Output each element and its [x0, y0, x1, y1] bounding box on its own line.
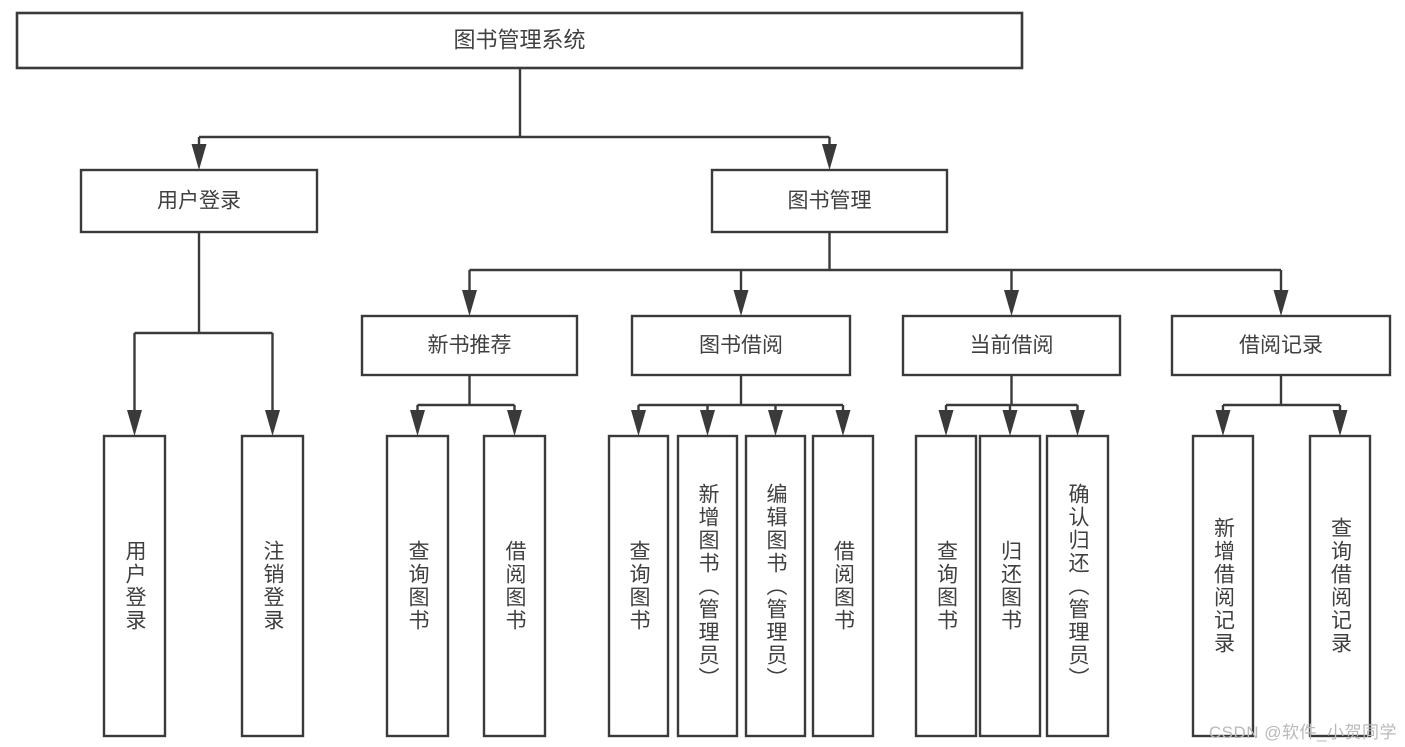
node-user-login-rect — [79, 168, 319, 234]
node-current-borrow-rect — [901, 314, 1122, 377]
node-leaf-confirm-return-admin-rect — [1045, 434, 1110, 738]
node-leaf-borrow-book-2-rect — [811, 434, 875, 738]
node-borrow-record-label: 借阅记录 — [1239, 334, 1323, 357]
node-leaf-user-login-rect — [102, 434, 167, 738]
node-leaf-return-book[interactable] — [978, 434, 1042, 738]
arrow-down-icon-leaf-return-book — [1002, 410, 1018, 436]
arrow-down-icon-leaf-logout-login — [265, 410, 280, 436]
arrow-down-icon-leaf-edit-book-admin — [768, 410, 783, 436]
node-leaf-query-book-2-rect — [607, 434, 670, 738]
node-new-book-recommend[interactable]: 新书推荐 — [360, 314, 579, 377]
arrow-down-icon-current-borrow — [1004, 290, 1019, 316]
node-root-label: 图书管理系统 — [453, 27, 585, 52]
arrow-down-icon-user-login — [191, 144, 207, 170]
node-leaf-query-book-3[interactable] — [914, 434, 978, 738]
node-leaf-edit-book-admin-rect — [744, 434, 807, 738]
node-leaf-query-book-2[interactable] — [607, 434, 670, 738]
node-leaf-logout-login-rect — [240, 434, 305, 738]
arrow-down-icon-leaf-borrow-book-1 — [507, 410, 522, 436]
node-user-login-label: 用户登录 — [157, 190, 241, 213]
node-book-borrow[interactable]: 图书借阅 — [630, 314, 852, 377]
node-leaf-edit-book-admin[interactable] — [744, 434, 807, 738]
arrow-down-icon-leaf-user-login — [127, 410, 142, 436]
node-leaf-borrow-book-1[interactable] — [482, 434, 547, 738]
node-leaf-query-book-1[interactable] — [385, 434, 450, 738]
node-leaf-add-book-admin-rect — [676, 434, 739, 738]
arrow-down-icon-leaf-query-book-2 — [631, 410, 646, 436]
node-new-book-recommend-rect — [360, 314, 579, 377]
node-leaf-query-borrow-record[interactable] — [1308, 434, 1372, 738]
node-leaf-confirm-return-admin[interactable] — [1045, 434, 1110, 738]
node-leaf-add-book-admin[interactable] — [676, 434, 739, 738]
node-leaf-borrow-book-2[interactable] — [811, 434, 875, 738]
arrow-down-icon-leaf-add-book-admin — [700, 410, 715, 436]
node-leaf-query-borrow-record-rect — [1308, 434, 1372, 738]
node-leaf-add-borrow-record[interactable] — [1191, 434, 1255, 738]
node-borrow-record[interactable]: 借阅记录 — [1170, 314, 1392, 377]
arrow-down-icon-leaf-add-borrow-record — [1215, 410, 1231, 436]
connectors-layer — [127, 68, 1348, 436]
node-leaf-logout-login[interactable] — [240, 434, 305, 738]
node-book-manage[interactable]: 图书管理 — [710, 168, 949, 234]
arrow-down-icon-new-book-recommend — [462, 290, 477, 316]
node-book-manage-rect — [710, 168, 949, 234]
node-book-manage-label: 图书管理 — [788, 190, 872, 213]
node-borrow-record-rect — [1170, 314, 1392, 377]
node-current-borrow-label: 当前借阅 — [970, 334, 1054, 357]
node-root-rect — [15, 11, 1024, 70]
node-current-borrow[interactable]: 当前借阅 — [901, 314, 1122, 377]
arrow-down-icon-leaf-query-book-3 — [938, 410, 954, 436]
node-leaf-query-book-3-rect — [914, 434, 978, 738]
arrow-down-icon-leaf-query-borrow-record — [1332, 410, 1348, 436]
node-leaf-return-book-rect — [978, 434, 1042, 738]
node-leaf-add-borrow-record-rect — [1191, 434, 1255, 738]
arrow-down-icon-book-manage — [822, 144, 837, 170]
csdn-watermark: CSDN @软件_小贺同学 — [1208, 723, 1397, 742]
node-book-borrow-rect — [630, 314, 852, 377]
node-new-book-recommend-label: 新书推荐 — [428, 334, 512, 357]
node-book-borrow-label: 图书借阅 — [699, 334, 783, 357]
arrow-down-icon-leaf-query-book-1 — [410, 410, 425, 436]
node-leaf-borrow-book-1-rect — [482, 434, 547, 738]
arrow-down-icon-borrow-record — [1273, 290, 1289, 316]
node-root[interactable]: 图书管理系统 — [15, 11, 1024, 70]
arrow-down-icon-leaf-confirm-return-admin — [1070, 410, 1085, 436]
node-leaf-user-login[interactable] — [102, 434, 167, 738]
node-user-login[interactable]: 用户登录 — [79, 168, 319, 234]
arrow-down-icon-leaf-borrow-book-2 — [835, 410, 851, 436]
node-leaf-query-book-1-rect — [385, 434, 450, 738]
arrow-down-icon-book-borrow — [733, 290, 749, 316]
